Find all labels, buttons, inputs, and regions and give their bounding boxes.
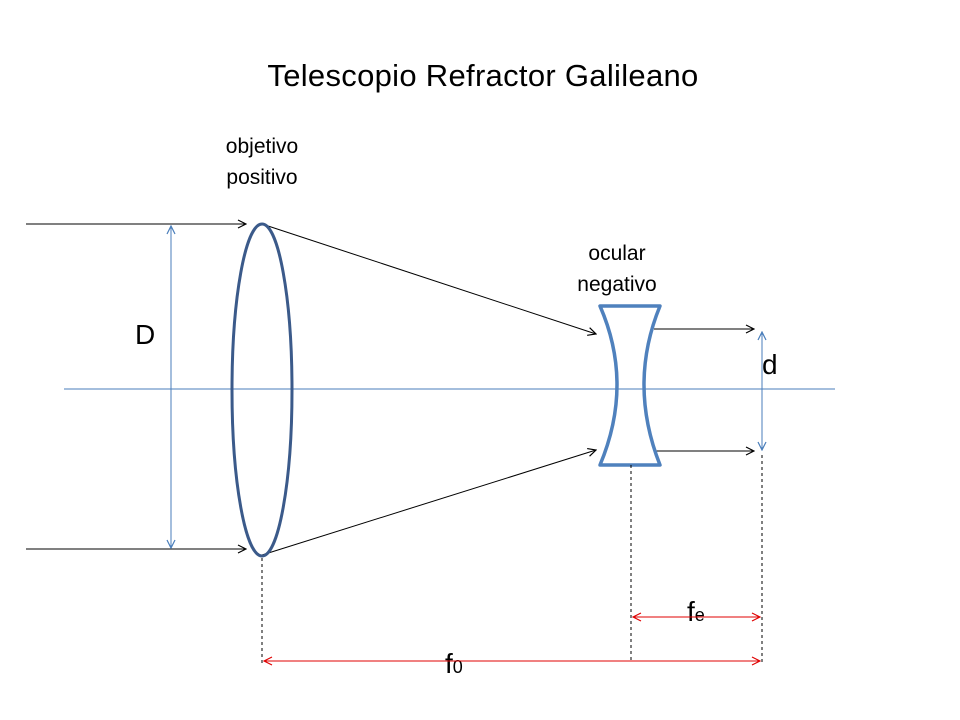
converging-ray-bottom	[261, 450, 596, 556]
objective-label-line2: positivo	[226, 166, 298, 189]
converging-ray-top	[261, 223, 596, 334]
diagram-title: Telescopio Refractor Galileano	[267, 58, 699, 93]
eyepiece-label-line2: negativo	[577, 273, 657, 296]
aperture-label: D	[135, 319, 156, 350]
objective-label: objetivo positivo	[207, 131, 317, 193]
eyepiece-label-line1: ocular	[588, 242, 646, 265]
objective-label-line1: objetivo	[225, 135, 299, 158]
objective-lens	[230, 222, 294, 558]
eyepiece-label: ocular negativo	[562, 238, 672, 300]
objective-focal-subscript: 0	[452, 657, 463, 677]
eyepiece-lens	[598, 304, 662, 467]
eyepiece-focal-base: f	[687, 596, 695, 627]
